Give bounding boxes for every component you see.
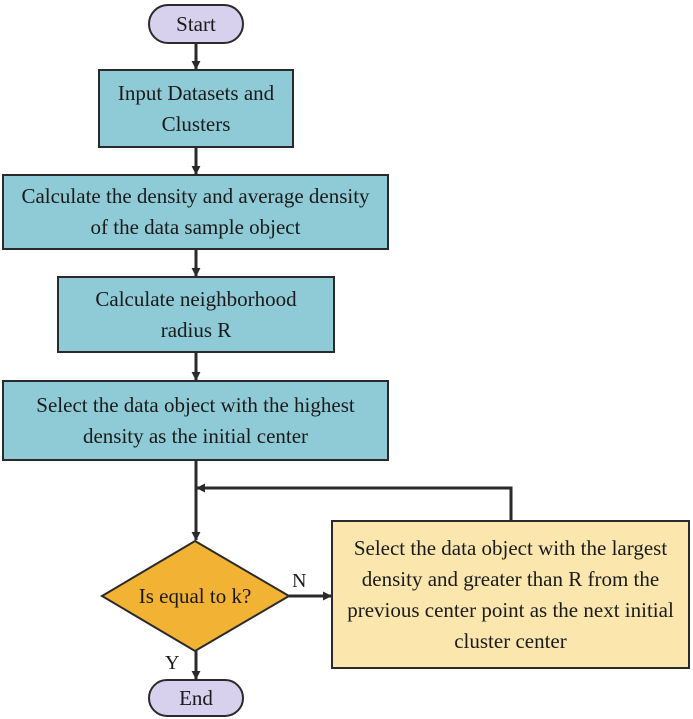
end-terminal bbox=[148, 679, 244, 717]
input-process-box bbox=[98, 69, 294, 148]
start-terminal bbox=[148, 4, 244, 44]
edge-label-no: N bbox=[292, 570, 307, 592]
decision-diamond bbox=[100, 539, 291, 653]
radius-process-box bbox=[57, 276, 335, 353]
density-process-box bbox=[2, 174, 389, 250]
edge-label-yes: Y bbox=[165, 652, 180, 674]
select-next-process-box bbox=[331, 520, 690, 669]
arrow-loop-back bbox=[196, 483, 513, 521]
select-initial-process-box bbox=[2, 380, 389, 461]
